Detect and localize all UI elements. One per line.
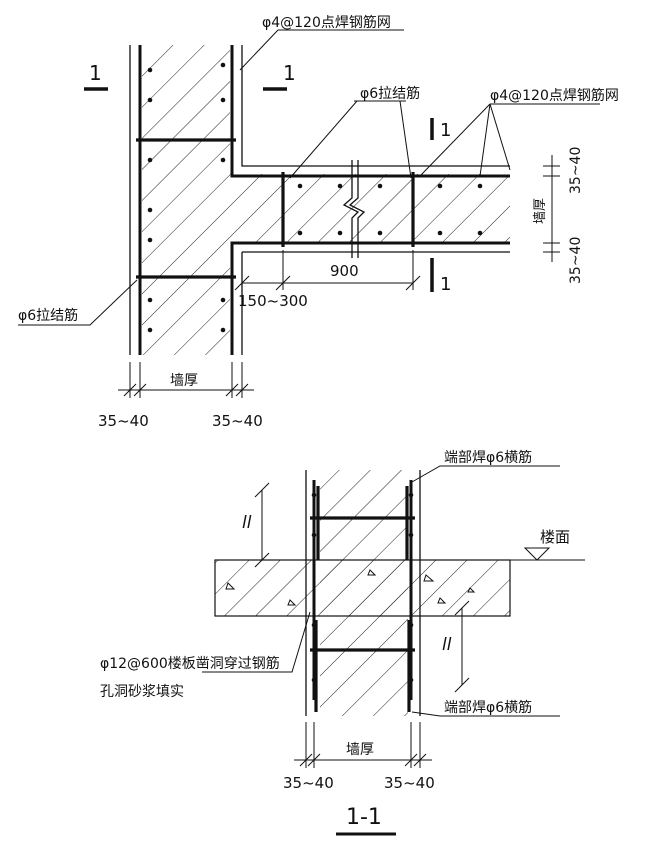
section-title: 1-1 [346,805,382,830]
plan-mesh-label-right: φ4@120点焊钢筋网 [490,87,619,104]
plan-dim-arm-thickness: 墙厚 [533,198,548,224]
floor-label: 楼面 [540,528,570,546]
plan-leaders [18,29,600,326]
plan-break-line [342,160,366,258]
section-dim-wall-thickness: 墙厚 [346,742,374,758]
plan-dim-arm-cover-bottom: 35~40 [568,237,584,284]
plan-mesh-label-top: φ4@120点焊钢筋网 [262,14,391,31]
section-view: ll ll 楼面 端部焊φ6横筋 端部焊φ6横筋 φ12@600楼板凿洞穿过钢筋… [100,449,585,836]
slab-aggregate [225,569,476,606]
plan-dim-wall-thickness: 墙厚 [170,373,198,389]
plan-view: 1 1 1 1 φ4@120点焊钢筋网 φ6拉结筋 φ4@120点焊钢筋网 φ6… [18,14,619,430]
plan-mesh-dots [147,62,483,333]
lap-label-top: ll [242,513,252,533]
plan-dim-900: 900 [330,262,359,280]
rebar-label: φ12@600楼板凿洞穿过钢筋 [100,655,280,672]
mortar-label: 孔洞砂浆填实 [100,684,184,700]
plan-tie-label-top: φ6拉结筋 [360,85,420,102]
section-bottom-dims [294,722,432,768]
plan-bottom-dims [118,362,254,398]
section-slab [214,559,511,617]
lap-dims [254,482,470,693]
floor-level-mark [510,547,585,561]
section-mark-bottom: 1 [440,274,451,295]
lap-label-bottom: ll [442,635,452,655]
plan-tie-label-left: φ6拉结筋 [18,307,78,324]
plan-dim-lines [234,155,560,291]
section-mesh-dots [311,492,414,683]
plan-dim-150-300: 150~300 [238,292,308,310]
plan-mesh-vertical [138,45,510,355]
section-leaders [202,465,560,717]
plan-dim-cover-left: 35~40 [98,412,149,430]
section-mark-top: 1 [440,120,451,141]
section-mark-right: 1 [283,61,296,85]
section-end-bars [310,486,415,712]
section-mark-left: 1 [89,61,102,85]
section-dim-cover-left: 35~40 [283,774,334,792]
end-weld-label-bottom: 端部焊φ6横筋 [444,699,532,716]
plan-wall-outline [129,45,510,355]
plan-tie-bars [136,138,415,279]
plan-wall-hatch [142,45,510,355]
plan-dim-arm-cover-top: 35~40 [568,147,584,194]
section-dim-cover-right: 35~40 [384,774,435,792]
end-weld-label-top: 端部焊φ6横筋 [444,449,532,466]
section-wall-outline [305,470,421,716]
plan-dim-cover-right: 35~40 [212,412,263,430]
